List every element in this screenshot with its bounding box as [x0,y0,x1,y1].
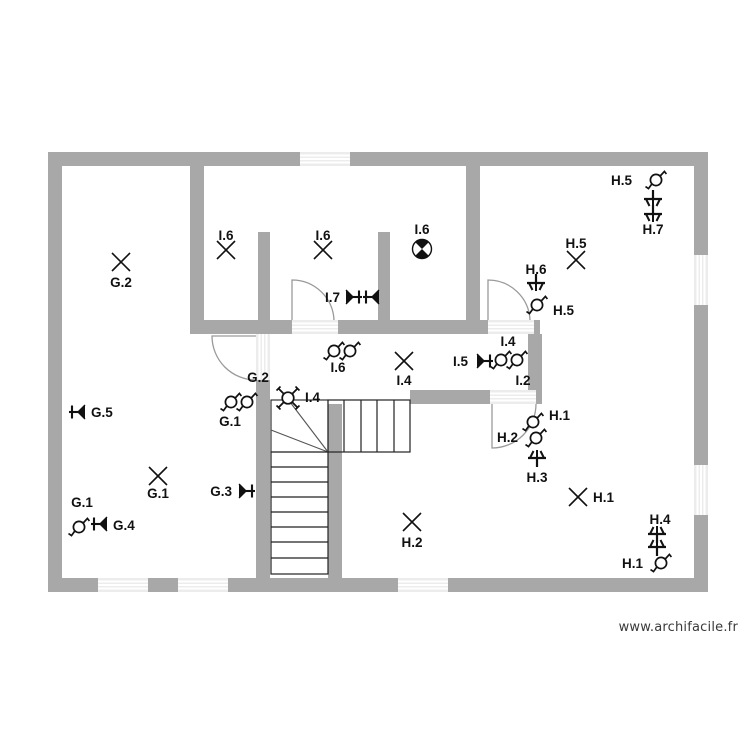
symbol-label: I.4 [500,334,516,349]
symbol-label: H.3 [526,470,548,485]
walls-group [48,152,708,592]
symbol-label: G.1 [219,414,241,429]
symbol-label: H.6 [525,262,547,277]
door-threshold-bath [488,320,534,334]
electrical-symbols-group: G.2 I.6 I.6 I.6 H.5 [67,170,673,573]
symbol-H.2-ceiling-light[interactable]: H.2 [401,512,423,550]
symbol-label: I.4 [305,390,321,405]
symbol-I.5-switch-lever[interactable]: I.5 [453,352,495,370]
symbol-I.4-switch-pair[interactable]: I.4 I.2 [489,334,531,388]
window-right-upper [694,255,708,305]
symbol-label: G.3 [210,484,232,499]
symbol-label: H.5 [553,303,575,318]
symbol-H.1-ceiling-light[interactable]: H.1 [568,487,615,507]
symbol-label: H.4 [649,512,671,527]
door-arc-closet [291,279,335,321]
symbol-label: I.6 [218,228,234,243]
door-threshold-living [490,390,536,404]
symbol-G.2-label[interactable]: G.2 [247,370,269,385]
symbol-G.5-switch-lever[interactable]: G.5 [67,403,113,421]
symbol-label: H.1 [549,408,571,423]
window-bottom-right [398,578,448,592]
door-arcs-group [211,279,537,449]
door-arc-living [491,403,537,449]
symbol-H.5-switch-bath[interactable]: H.5 [525,295,575,318]
symbol-G.1-switch-pair[interactable]: G.1 [219,392,259,429]
symbol-label: I.5 [453,354,469,369]
symbol-label: H.1 [593,490,615,505]
symbol-I.4-crossed-circle[interactable]: I.4 [275,385,321,411]
symbol-I.6-switch-pair[interactable]: I.6 [322,341,362,375]
door-arc-bath [487,279,531,321]
symbol-label: I.6 [414,222,430,237]
symbol-label: H.5 [611,173,633,188]
symbol-label: I.6 [315,228,331,243]
door-threshold-hall-left [256,334,270,380]
wall-exterior-left [48,152,62,592]
symbol-label: I.4 [396,373,412,388]
wall-interior-v-4 [466,166,480,334]
symbol-label: G.2 [247,370,269,385]
wall-exterior-top [48,152,708,166]
symbol-H.2-switch[interactable]: H.2 [497,428,548,448]
door-threshold-closet [292,320,338,334]
symbol-label: G.1 [147,486,169,501]
symbol-G.1-switch-single[interactable]: G.1 [67,495,94,537]
symbol-G.2-ceiling-light[interactable]: G.2 [110,252,132,290]
symbol-I.6-ceiling-light-b[interactable]: I.6 [313,228,333,260]
staircase [270,399,411,575]
wall-interior-v-6 [256,334,270,578]
symbol-I.4-ceiling-light[interactable]: I.4 [394,351,414,388]
symbol-G.4-switch-lever[interactable]: G.4 [89,515,135,533]
stair-flight-lower [270,451,329,575]
symbol-label: G.1 [71,495,93,510]
symbol-label: G.4 [113,518,135,533]
symbol-G.1-ceiling-light[interactable]: G.1 [147,466,169,501]
symbol-label: H.7 [642,222,663,237]
symbol-label: G.2 [110,275,132,290]
window-top-center [300,152,350,166]
wall-exterior-right [694,152,708,592]
window-bottom-left [98,578,148,592]
door-arc-hall-left [211,335,257,381]
symbol-I.6-wall-light-disc[interactable]: I.6 [407,222,437,260]
symbol-H.5-ceiling-light[interactable]: H.5 [565,236,587,270]
symbol-I.6-ceiling-light-a[interactable]: I.6 [216,228,236,260]
symbol-H.1-switch-bottom-right[interactable]: H.1 [622,553,673,573]
symbol-label-secondary: I.2 [515,373,530,388]
watermark-url: www.archifacile.fr [618,620,738,635]
symbol-G.3-switch-lever[interactable]: G.3 [210,482,257,500]
symbol-label: I.6 [330,360,346,375]
symbol-I.7-switch-double[interactable]: I.7 [325,288,381,306]
symbol-label: G.5 [91,405,113,420]
symbol-H.4-outlet-double[interactable]: H.4 [646,512,671,558]
window-bottom-left-2 [178,578,228,592]
symbol-label: H.5 [565,236,587,251]
windows-group [98,152,708,592]
symbol-H.5-switch-top-right[interactable]: H.5 [611,170,668,190]
symbol-label: H.2 [401,535,422,550]
window-right-lower [694,465,708,515]
symbol-H.1-switch-living[interactable]: H.1 [521,408,571,432]
wall-interior-v-5 [528,334,542,402]
symbol-label: H.2 [497,430,518,445]
wall-interior-v-3 [378,232,390,334]
symbol-H.6-outlet-single[interactable]: H.6 [525,262,547,293]
symbol-label: H.1 [622,556,644,571]
wall-interior-v-7 [328,404,342,578]
wall-interior-v-2 [258,232,270,334]
wall-interior-v-1 [190,166,204,334]
symbol-label: I.7 [325,290,340,305]
symbol-H.3-outlet[interactable]: H.3 [526,448,548,485]
symbol-H.7-outlet-double[interactable]: H.7 [642,188,664,237]
